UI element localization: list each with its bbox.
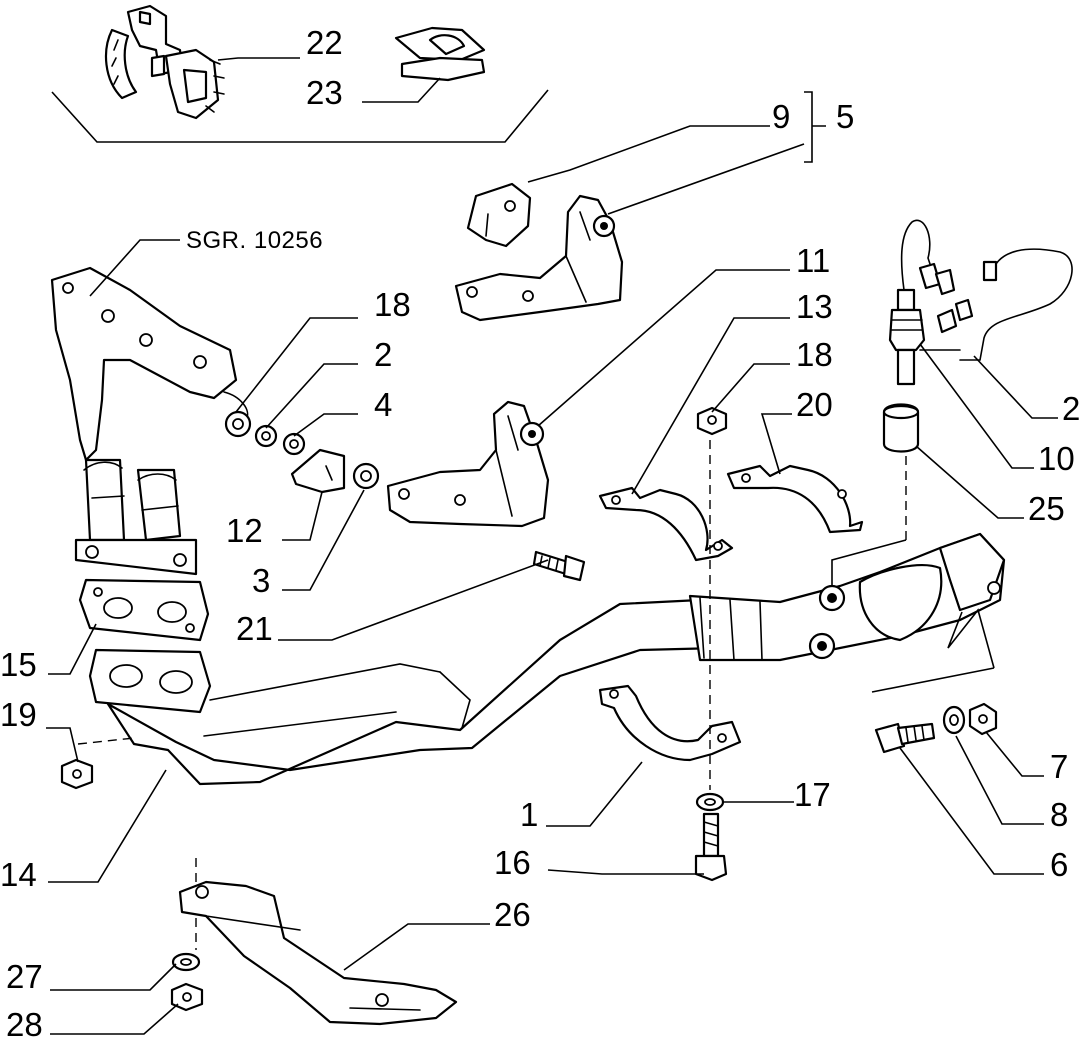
leader-6 [899, 747, 1044, 875]
leader-24 [973, 355, 1058, 419]
part-7-nut [968, 702, 998, 736]
callout-c26: 26 [494, 896, 531, 933]
leader-25 [915, 445, 1024, 519]
callout-c13: 13 [796, 288, 833, 325]
leader-16 [547, 869, 704, 875]
leader-13 [631, 317, 790, 495]
callout-c27: 27 [6, 958, 43, 995]
part-3-washer [352, 462, 380, 490]
part-21-bolt [532, 550, 586, 582]
callout-c23: 23 [306, 74, 343, 111]
callout-c3: 3 [252, 562, 270, 599]
exhaust-manifold [50, 266, 249, 576]
leader-10 [919, 343, 1034, 469]
leader-20 [760, 413, 792, 475]
callout-c6: 6 [1050, 846, 1068, 883]
callout-c10: 10 [1038, 440, 1075, 477]
catalytic-converter [688, 532, 1006, 662]
part-28-nut [170, 982, 204, 1012]
leader-25-sensor [831, 539, 907, 586]
leader-26 [343, 923, 490, 971]
callout-c9: 9 [772, 98, 790, 135]
part-27-washer [171, 952, 201, 972]
callout-c20: 20 [796, 386, 833, 423]
leader-2 [265, 363, 358, 429]
part-5-support-bracket [454, 194, 624, 322]
leader-12 [282, 491, 323, 541]
part-1-lower-clamp [598, 684, 742, 762]
callout-c12: 12 [226, 512, 263, 549]
leader-5-bracket [804, 91, 826, 163]
leader-18b [711, 363, 790, 413]
part-18-nut [224, 410, 252, 438]
part-22-connector-clip [105, 4, 225, 120]
callout-c18b: 18 [796, 336, 833, 373]
leader-8 [955, 735, 1044, 825]
callout-c4: 4 [374, 386, 392, 423]
leader-9 [527, 125, 770, 183]
leader-15 [48, 623, 97, 675]
part-26-crossmember [178, 880, 458, 1026]
callout-c2: 2 [374, 336, 392, 373]
part-24-harness [919, 248, 1073, 361]
part-6-bolt [874, 722, 936, 754]
inset-frame [51, 89, 549, 143]
leader-11 [537, 269, 790, 427]
leader-22 [217, 57, 300, 61]
part-16-bolt [694, 812, 728, 882]
callout-c17: 17 [794, 776, 831, 813]
part-4-washer [282, 432, 306, 456]
part-19-nut [60, 758, 94, 790]
converter-section-marker [871, 608, 995, 693]
part-17-washer [695, 792, 725, 812]
callout-c19: 19 [0, 696, 37, 733]
leader-3 [282, 489, 365, 591]
part-2-washer [254, 424, 278, 448]
part-18-nut-upper [696, 406, 728, 436]
callout-labels: 1234567891011121314151617181819202122232… [0, 24, 1080, 1039]
part-13-upper-clamp [598, 486, 734, 562]
leader-19 [46, 727, 79, 763]
part-23-bracket-clip [394, 26, 486, 82]
callout-c21: 21 [236, 610, 273, 647]
leader-7 [985, 731, 1044, 777]
callout-c7: 7 [1050, 748, 1068, 785]
leader-14 [48, 769, 167, 883]
part-15-gasket [78, 578, 210, 642]
callout-c14: 14 [0, 856, 37, 893]
callout-c22: 22 [306, 24, 343, 61]
leader-5 [607, 143, 805, 215]
callout-c24: 24 [1062, 390, 1080, 427]
part-20-upper-clamp [726, 464, 864, 534]
callout-c8: 8 [1050, 796, 1068, 833]
leader-28 [50, 1003, 179, 1035]
part-9-small-bracket [466, 182, 532, 248]
leader-4 [293, 413, 358, 437]
callout-c11: 11 [796, 242, 830, 279]
callout-c15: 15 [0, 646, 37, 683]
part-12-spacer-bracket [290, 448, 346, 494]
callout-c1: 1 [520, 796, 538, 833]
leader-sgr [89, 239, 180, 297]
reference-label-sgr: SGR. 10256 [186, 227, 323, 254]
callout-c28: 28 [6, 1006, 43, 1039]
callout-c25: 25 [1028, 490, 1065, 527]
leader-18a [235, 317, 358, 413]
leader-21 [278, 559, 549, 641]
callout-c5: 5 [836, 98, 854, 135]
leader-1 [546, 761, 643, 827]
callout-c18a: 18 [374, 286, 411, 323]
part-8-washer [942, 705, 966, 735]
part-10-oxygen-sensor [888, 219, 956, 386]
callout-c16: 16 [494, 844, 531, 881]
leader-23 [362, 77, 441, 103]
leader-27 [50, 963, 177, 991]
leader-lines [46, 57, 1058, 1035]
flange-axis [77, 737, 135, 745]
part-11-support-bracket [386, 400, 550, 528]
part-25-sleeve [882, 403, 920, 453]
